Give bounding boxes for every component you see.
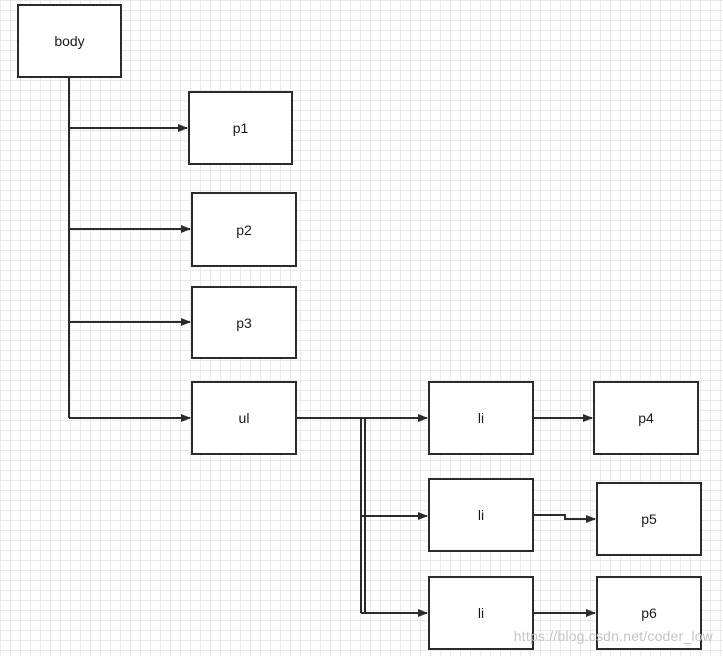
node-p6: p6 [596,576,702,650]
watermark-text: https://blog.csdn.net/coder_low [513,628,713,644]
node-p1: p1 [188,91,293,165]
node-p4: p4 [593,381,699,455]
node-body: body [17,4,122,78]
node-p5: p5 [596,482,702,556]
node-li-1: li [428,381,534,455]
node-p2: p2 [191,192,297,267]
node-ul: ul [191,381,297,455]
node-p3: p3 [191,286,297,359]
node-li-3: li [428,576,534,650]
edge-li2-p5 [534,514,596,523]
node-li-2: li [428,478,534,552]
